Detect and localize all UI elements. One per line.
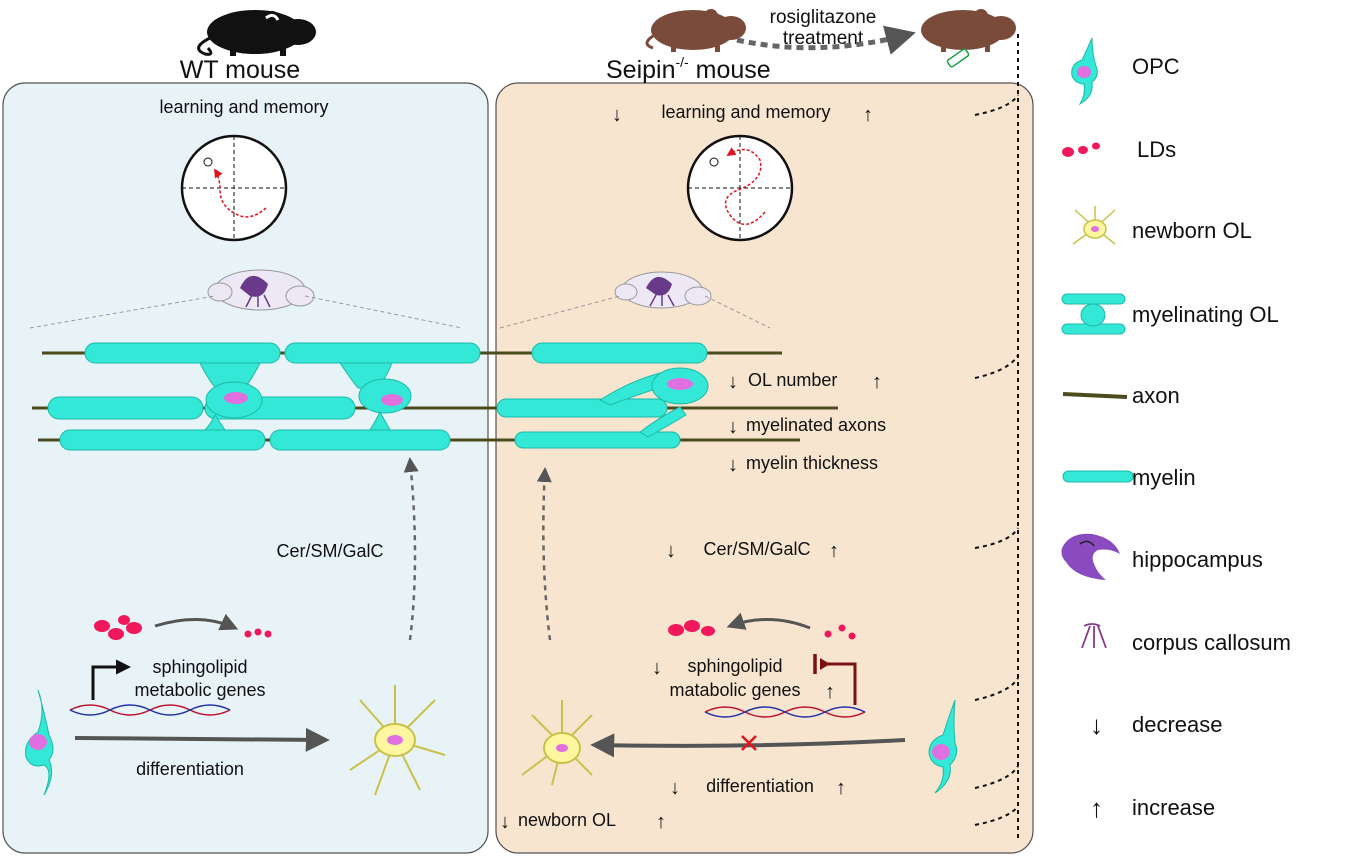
- treatment-label-line2: treatment: [783, 28, 864, 49]
- seipin-genes-label-1: sphingolipid: [687, 656, 782, 676]
- seipin-small-lds-icon: [824, 624, 856, 640]
- legend-myelinating-label: myelinating OL: [1132, 302, 1279, 327]
- treatment-arrow: [736, 25, 916, 55]
- seipin-panel: [495, 82, 1034, 854]
- seipin-inhibition-head: [820, 658, 830, 670]
- ol-number-down: ↓: [728, 371, 738, 393]
- seipin-genes-label-2: matabolic genes: [669, 680, 800, 700]
- wt-lds-icon: [94, 615, 142, 640]
- ol-number-up: ↑: [872, 371, 882, 393]
- lipid-droplets-icon: [1062, 142, 1100, 157]
- myelinated-axons-label: myelinated axons: [746, 415, 886, 435]
- opc-icon: [1071, 37, 1098, 106]
- legend: OPC LDs newborn OL myelinating OL axon m…: [1061, 37, 1291, 823]
- wt-opc-icon: [25, 689, 54, 796]
- seipin-mouse-icon: [645, 9, 746, 52]
- seipin-lipid-down: ↓: [666, 540, 676, 562]
- wt-lipid-label: Cer/SM/GalC: [276, 541, 383, 561]
- myelin-icon: [1062, 470, 1134, 483]
- legend-newborn-label: newborn OL: [1132, 218, 1252, 243]
- seipin-inhibition-arrow: [820, 662, 857, 705]
- seipin-learning-down: ↓: [612, 104, 622, 126]
- seipin-lipid-up: ↑: [829, 540, 839, 562]
- legend-myelin-label: myelin: [1132, 465, 1196, 490]
- hippocampus-icon: [1061, 533, 1120, 580]
- legend-corpus-label: corpus callosum: [1132, 630, 1291, 655]
- wt-mouse-icon: [197, 10, 316, 56]
- wt-myelinating-ol: [199, 362, 412, 431]
- seipin-newborn-ol-icon: [521, 700, 593, 786]
- legend-increase-label: increase: [1132, 795, 1215, 820]
- down-arrow-icon: ↓: [1090, 710, 1103, 740]
- seipin-title: Seipin-/- mouse: [606, 54, 771, 84]
- treated-mouse-icon: [921, 9, 1016, 68]
- seipin-differentiation-label: differentiation: [706, 776, 814, 796]
- treatment-bracket: [974, 34, 1019, 840]
- wt-genes-label-2: metabolic genes: [134, 680, 265, 700]
- wt-learning-label: learning and memory: [159, 97, 328, 117]
- treatment-label-line1: rosiglitazone: [770, 7, 877, 28]
- wt-differentiation-arrow: [74, 727, 330, 752]
- wt-differentiation-label: differentiation: [136, 759, 244, 779]
- seipin-water-maze-icon: [686, 134, 794, 242]
- myelin-thickness-down: ↓: [728, 454, 738, 476]
- wt-brain-icon: [207, 269, 315, 311]
- legend-axon-label: axon: [1132, 383, 1180, 408]
- wt-dna-icon: [69, 704, 231, 716]
- up-arrow-icon: ↑: [1090, 793, 1103, 823]
- wt-title: WT mouse: [180, 56, 300, 84]
- newborn-ol-down: ↓: [500, 811, 510, 833]
- seipin-lipid-label: Cer/SM/GalC: [703, 539, 810, 559]
- seipin-opc-icon: [928, 699, 958, 794]
- seipin-genes-down: ↓: [652, 657, 662, 679]
- ol-number-label: OL number: [748, 370, 837, 390]
- legend-decrease-label: decrease: [1132, 712, 1223, 737]
- newborn-ol-label: newborn OL: [518, 810, 616, 830]
- seipin-differentiation-arrow: [590, 733, 906, 758]
- blocked-x: [741, 735, 757, 751]
- seipin-lds-icon: [668, 620, 715, 636]
- wt-newborn-ol-icon: [349, 685, 446, 796]
- seipin-learning-up: ↑: [863, 104, 873, 126]
- seipin-myelin: [496, 342, 708, 449]
- seipin-brain-icon: [614, 271, 712, 309]
- newborn-ol-up: ↑: [656, 811, 666, 833]
- seipin-differentiation-down: ↓: [670, 777, 680, 799]
- myelin-thickness-label: myelin thickness: [746, 453, 878, 473]
- myelinated-axons-down: ↓: [728, 416, 738, 438]
- seipin-differentiation-up: ↑: [836, 777, 846, 799]
- legend-hippocampus-label: hippocampus: [1132, 547, 1263, 572]
- wt-water-maze-icon: [180, 134, 288, 242]
- wt-promoter-arrow: [91, 659, 131, 700]
- legend-opc-label: OPC: [1132, 54, 1180, 79]
- wt-genes-label-1: sphingolipid: [152, 657, 247, 677]
- corpus-callosum-icon: [1081, 623, 1107, 649]
- seipin-dna-icon: [704, 706, 866, 718]
- newborn-ol-icon: [1072, 206, 1116, 245]
- myelinating-ol-icon: [1061, 293, 1126, 335]
- wt-small-lds-icon: [244, 628, 272, 638]
- seipin-genes-up: ↑: [825, 681, 835, 703]
- wt-myelin: [47, 342, 481, 451]
- seipin-learning-label: learning and memory: [661, 102, 830, 122]
- axon-icon: [1062, 392, 1128, 399]
- seipin-differentiation-up-arrow: [536, 467, 552, 641]
- legend-lds-label: LDs: [1137, 137, 1176, 162]
